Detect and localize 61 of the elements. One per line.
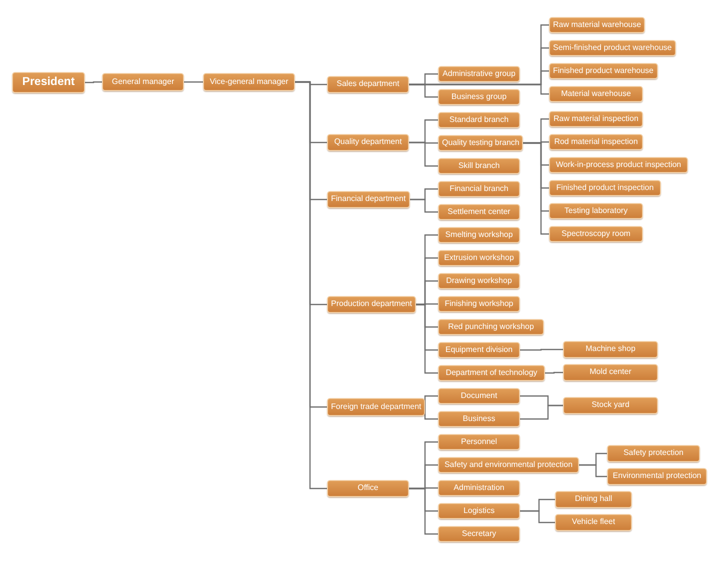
connector-line — [520, 348, 563, 351]
org-unit-box: Business group — [438, 89, 520, 105]
org-unit-box: Quality department — [327, 134, 409, 151]
org-unit-box: Financial branch — [438, 181, 520, 197]
org-unit-box: Work-in-process product inspection — [549, 157, 688, 173]
org-unit-box: Skill branch — [438, 158, 520, 174]
org-unit-box: Department of technology — [438, 365, 545, 381]
org-unit-box: Spectroscopy room — [549, 226, 643, 242]
org-unit-box: Extrusion workshop — [438, 250, 520, 266]
org-unit-box: Mold center — [563, 364, 658, 381]
org-unit-box: Smelting workshop — [438, 227, 520, 243]
org-unit-box: General manager — [102, 73, 184, 91]
org-unit-box: Foreign trade department — [327, 398, 426, 416]
org-unit-box: Environmental protection — [607, 468, 707, 485]
org-unit-box: Machine shop — [563, 341, 658, 358]
connector-line — [520, 404, 563, 420]
org-unit-box: Vice-general manager — [203, 73, 295, 91]
connector-line — [520, 510, 555, 524]
org-unit-box: Financial department — [327, 191, 410, 208]
connector-line — [416, 304, 438, 374]
org-unit-box: Secretary — [438, 526, 520, 542]
org-unit-box: Safety protection — [607, 445, 700, 462]
org-unit-box: President — [12, 72, 85, 93]
connector-line — [410, 198, 438, 213]
org-unit-box: Rod material inspection — [549, 134, 643, 150]
org-unit-box: Administration — [438, 480, 520, 496]
org-unit-box: Sales department — [327, 76, 409, 93]
org-unit-box: Vehicle fleet — [555, 514, 632, 531]
org-unit-box: Logistics — [438, 503, 520, 519]
org-unit-box: Semi-finished product warehouse — [549, 40, 676, 56]
org-unit-box: Administrative group — [438, 66, 520, 82]
connector-line — [409, 84, 549, 95]
connector-line — [409, 142, 438, 167]
org-unit-box: Finished product warehouse — [549, 63, 658, 79]
org-unit-box: Safety and environmental protection — [438, 457, 579, 473]
org-unit-box: Finishing workshop — [438, 296, 520, 312]
connector-line — [523, 142, 549, 235]
org-unit-box: Equipment division — [438, 342, 520, 358]
org-unit-box: Dining hall — [555, 491, 632, 508]
connector-line — [409, 488, 438, 535]
connector-line — [184, 81, 203, 83]
org-unit-box: Standard branch — [438, 112, 520, 128]
org-unit-box: Raw material warehouse — [549, 17, 646, 33]
org-unit-box: Document — [438, 388, 520, 404]
org-unit-box: Drawing workshop — [438, 273, 520, 289]
org-unit-box: Business — [438, 411, 520, 427]
org-unit-box: Personnel — [438, 434, 520, 450]
connector-line — [85, 81, 102, 84]
org-unit-box: Finished product inspection — [549, 180, 661, 196]
org-unit-box: Red punching workshop — [438, 319, 544, 335]
org-unit-box: Testing laboratory — [549, 203, 643, 219]
org-unit-box: Office — [327, 480, 409, 497]
connector-line — [579, 464, 607, 478]
connector-line — [545, 372, 563, 374]
org-unit-box: Production department — [327, 296, 416, 313]
org-unit-box: Raw material inspection — [549, 111, 643, 127]
org-unit-box: Quality testing branch — [438, 135, 524, 151]
org-unit-box: Material warehouse — [549, 86, 643, 102]
connector-line — [295, 81, 327, 490]
org-unit-box: Stock yard — [563, 397, 658, 414]
org-unit-box: Settlement center — [438, 204, 520, 220]
